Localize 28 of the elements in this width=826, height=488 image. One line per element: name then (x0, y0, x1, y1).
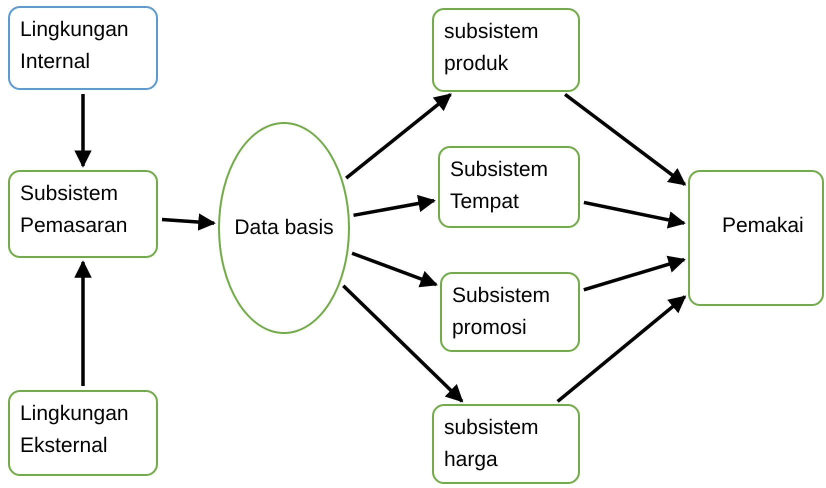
rounded-box (438, 146, 580, 228)
node-label: Lingkungan Internal (20, 17, 130, 74)
node-label: Subsistem Pemasaran (20, 181, 128, 238)
node-label: Lingkungan Eksternal (20, 401, 130, 458)
arrow (74, 94, 92, 168)
node-label: subsistem harga (444, 415, 540, 472)
node-label: Subsistem Tempat (450, 157, 550, 214)
node-label: Subsistem promosi (452, 283, 552, 340)
arrow (351, 252, 438, 288)
arrow (345, 93, 452, 180)
rounded-box (8, 170, 158, 258)
rounded-box (8, 390, 158, 476)
arrow (583, 256, 686, 292)
arrow (342, 284, 464, 402)
rounded-box (432, 404, 580, 484)
arrow (353, 194, 436, 218)
rounded-box (688, 170, 824, 306)
arrow (564, 93, 686, 186)
node-label: Pemakai (722, 213, 805, 239)
arrow (74, 260, 92, 386)
rounded-box (8, 6, 158, 90)
rounded-box (432, 8, 580, 92)
arrow (584, 200, 686, 229)
rounded-box (440, 272, 580, 352)
arrow (162, 213, 216, 231)
node-label: subsistem produk (444, 19, 540, 76)
node-label: Data basis (234, 215, 334, 242)
arrow (556, 295, 686, 403)
